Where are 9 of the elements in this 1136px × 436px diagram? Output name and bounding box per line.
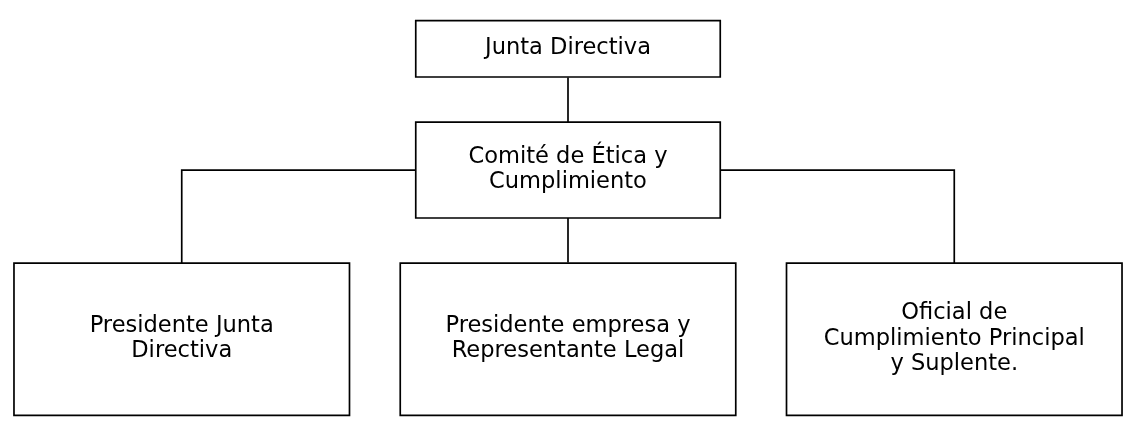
connector — [567, 217, 569, 264]
node-box: Junta Directiva — [414, 19, 722, 78]
node-box: Comité de Ética y Cumplimiento — [414, 121, 722, 219]
connector — [719, 169, 956, 264]
connector — [567, 76, 569, 123]
node-box: Oficial de Cumplimiento Principal y Suplente. — [785, 262, 1123, 417]
connector — [180, 169, 417, 264]
node-box: Presidente empresa y Representante Legal — [399, 262, 737, 417]
node-box: Presidente Junta Directiva — [13, 262, 351, 417]
